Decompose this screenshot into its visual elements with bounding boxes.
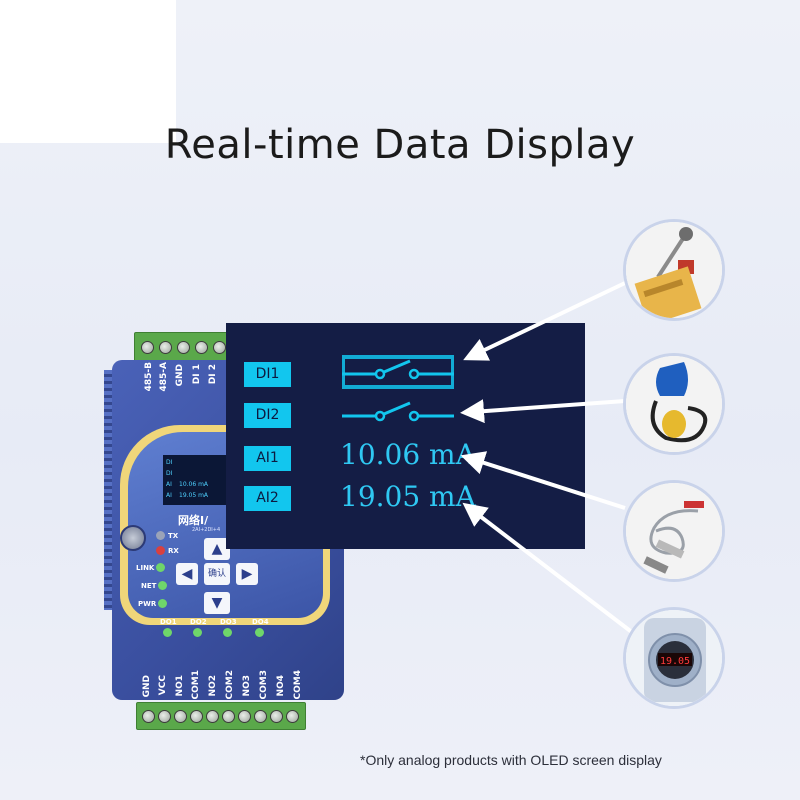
mini-label: DI: [166, 459, 173, 466]
link-led: [156, 563, 165, 572]
device-mini-display: DI DI AI 10.06 mA AI 19.05 mA: [163, 455, 233, 505]
led-label: DO3: [220, 618, 237, 626]
panel-brand-text: 网络I/: [178, 514, 209, 527]
footnote: *Only analog products with OLED screen d…: [360, 752, 662, 768]
limit-switch-sensor: [623, 219, 725, 321]
mini-label: AI: [166, 481, 172, 488]
bottom-terminal-block: [136, 702, 306, 730]
led-label: DO2: [190, 618, 207, 626]
reading-ai2: 19.05 mA: [340, 480, 476, 513]
oled-display-magnified: DI1 DI2 AI1 10.06 mA AI2 19.05 mA: [226, 323, 585, 549]
top-terminal-block: [134, 332, 232, 362]
channel-tag-di1: DI1: [244, 362, 291, 387]
channel-tag-di2: DI2: [244, 403, 291, 428]
mounting-screw-icon: [120, 525, 146, 551]
page-title: Real-time Data Display: [164, 122, 636, 168]
temperature-probe-icon: [626, 483, 722, 579]
arrow-float-switch: [460, 399, 626, 424]
white-overlay: [0, 0, 176, 143]
mini-value: 10.06 mA: [179, 481, 209, 488]
arrow-temperature-probe: [460, 451, 626, 510]
mini-value: 19.05 mA: [179, 492, 209, 499]
left-button[interactable]: ◀: [176, 563, 198, 585]
confirm-button[interactable]: 确认: [204, 563, 230, 585]
transmitter-readout: 19.05: [660, 656, 690, 667]
led-label: TX: [168, 532, 179, 540]
led-label: DO4: [252, 618, 269, 626]
switch-symbol-di2: [342, 401, 454, 422]
pressure-transmitter-icon: 19.05: [626, 610, 722, 706]
led-label: LINK: [136, 564, 155, 572]
float-switch-icon: [626, 356, 722, 452]
channel-tag-ai2: AI2: [244, 486, 291, 511]
mini-label: AI: [166, 492, 172, 499]
reading-ai1: 10.06 mA: [340, 438, 476, 471]
channel-tag-ai1: AI1: [244, 446, 291, 471]
up-button[interactable]: ▲: [204, 538, 230, 560]
arrow-limit-switch: [463, 281, 626, 361]
led-label: RX: [168, 547, 179, 555]
net-led: [158, 581, 167, 590]
mini-label: DI: [166, 470, 173, 477]
do4-led: [255, 628, 264, 637]
led-label: PWR: [138, 600, 157, 608]
pwr-led: [158, 599, 167, 608]
do1-led: [163, 628, 172, 637]
panel-subtext: 2AI+2DI+4: [192, 527, 221, 533]
do3-led: [223, 628, 232, 637]
arrow-pressure-transmitter: [462, 502, 635, 635]
right-button[interactable]: ▶: [236, 563, 258, 585]
tx-led: [156, 531, 165, 540]
heat-fins-left: [104, 370, 112, 610]
led-label: NET: [141, 582, 157, 590]
down-button[interactable]: ▼: [204, 592, 230, 614]
do2-led: [193, 628, 202, 637]
limit-switch-icon: [626, 222, 722, 318]
switch-symbol-di1: [342, 355, 454, 389]
float-switch-sensor: [623, 353, 725, 455]
led-label: DO1: [160, 618, 177, 626]
temperature-probe-sensor: [623, 480, 725, 582]
rx-led: [156, 546, 165, 555]
pressure-transmitter-sensor: 19.05: [623, 607, 725, 709]
